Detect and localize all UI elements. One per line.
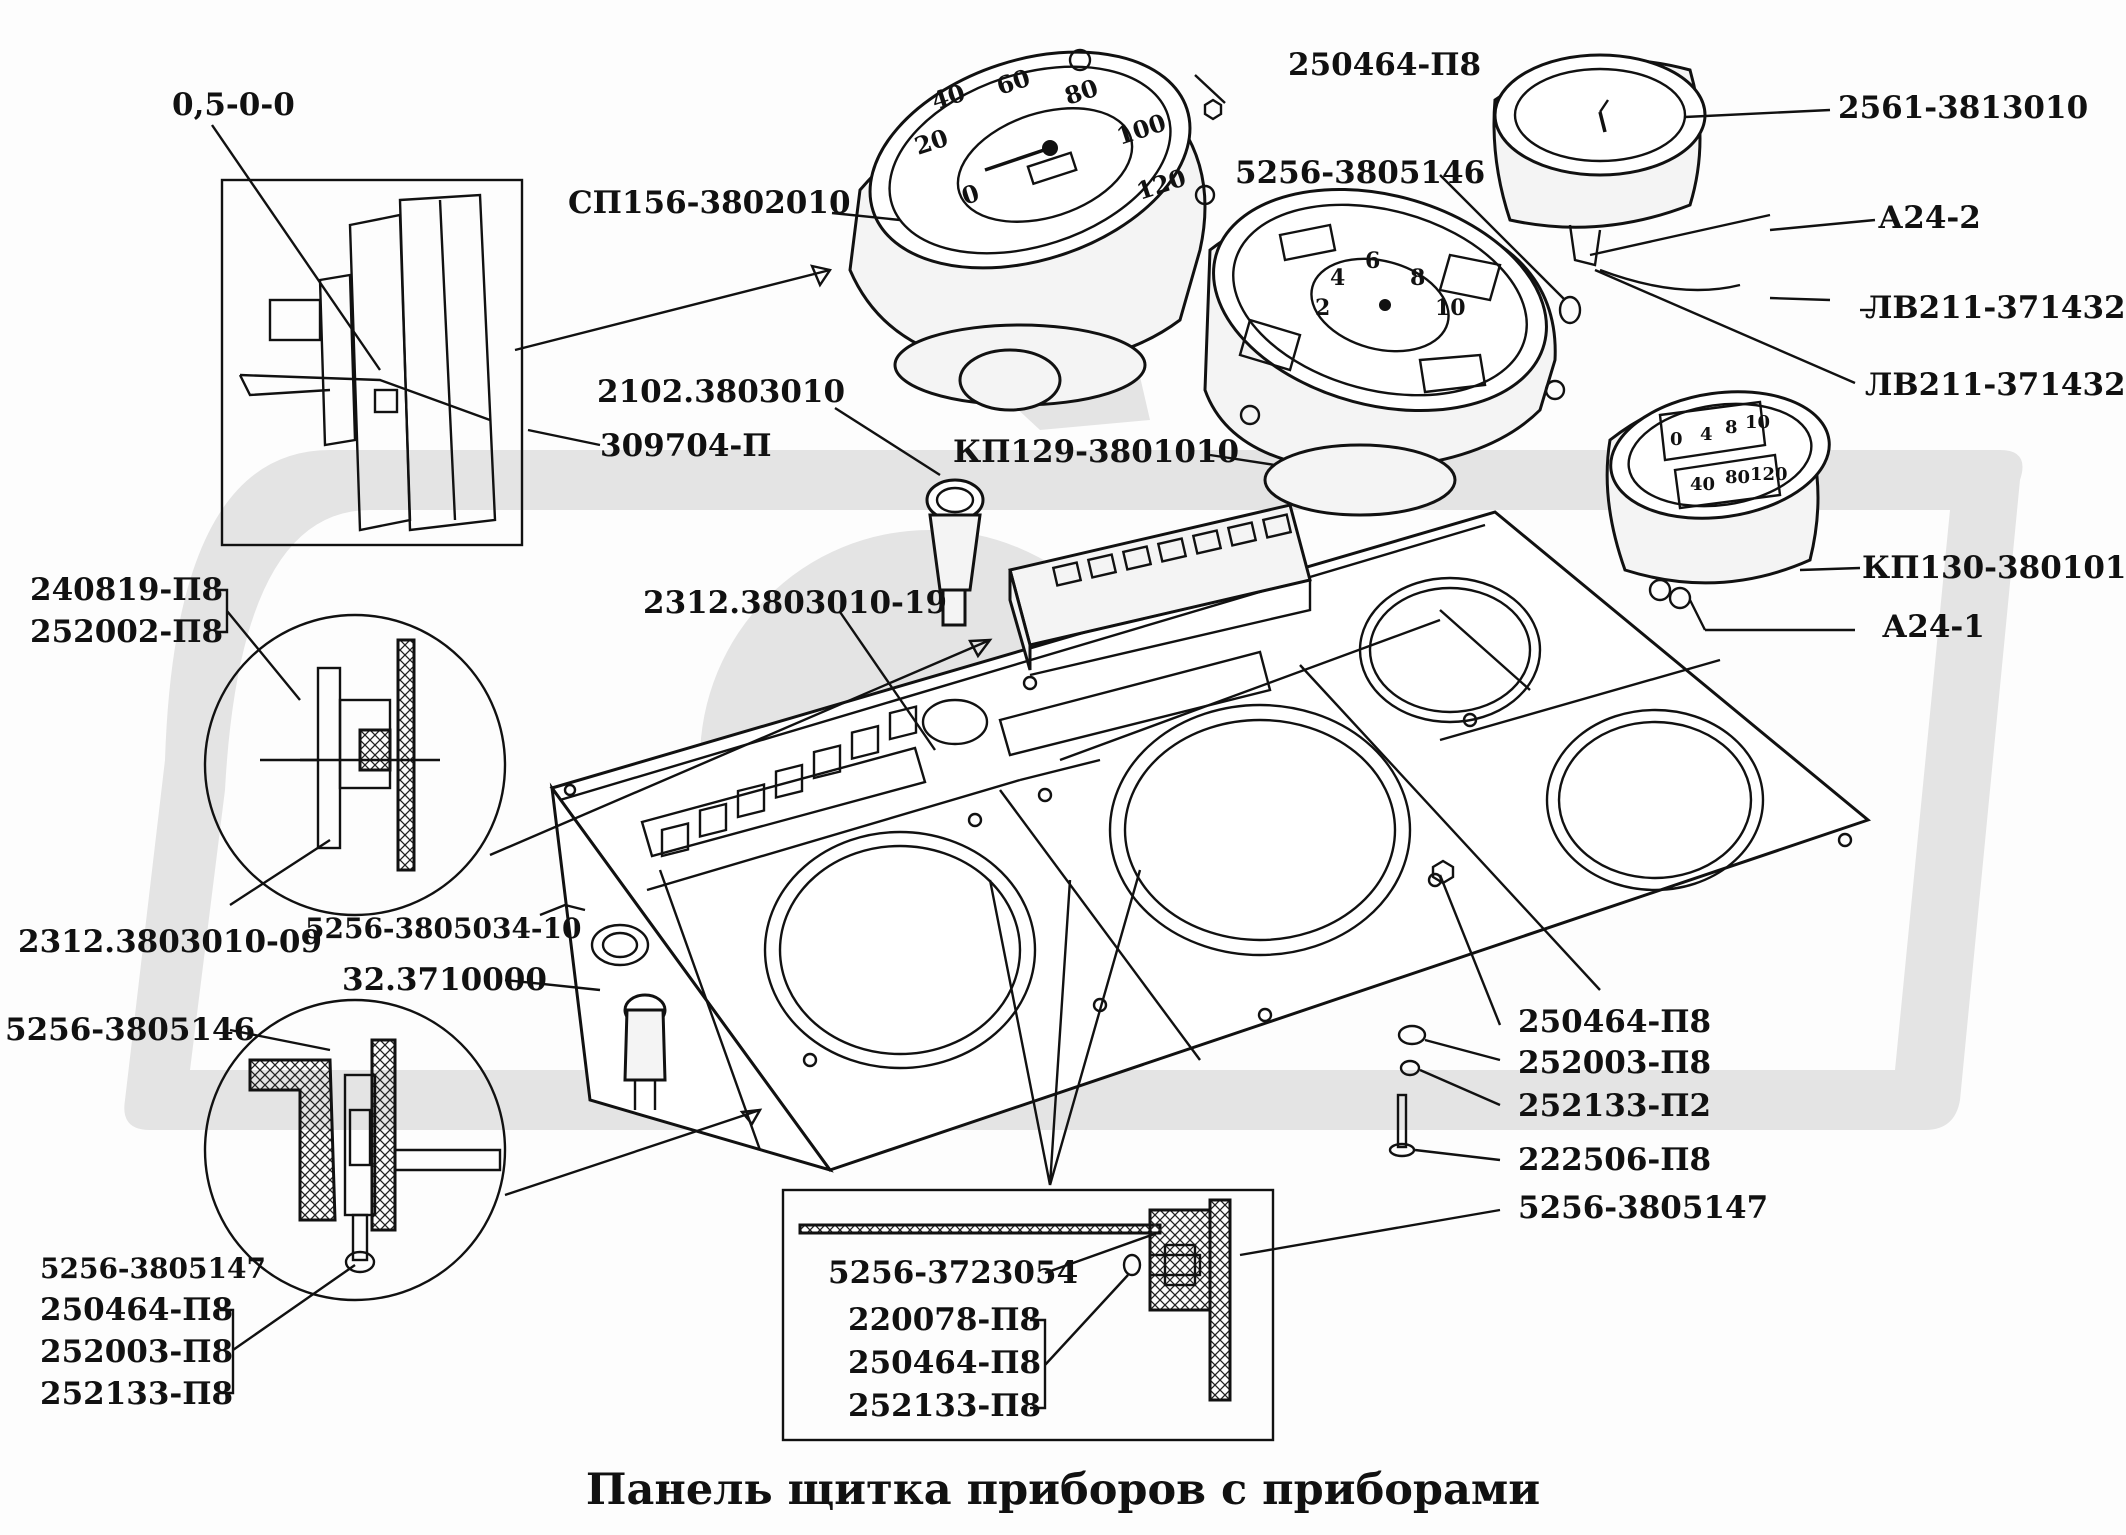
label-c15: 252002-П8 bbox=[30, 614, 223, 650]
combo-tick-10: 10 bbox=[1435, 295, 1466, 321]
label-c25: 5256-3805147 bbox=[1518, 1190, 1768, 1226]
small-gauge-tick-4: 4 bbox=[1700, 424, 1713, 445]
label-c17: 2312.3803010-09 bbox=[18, 924, 322, 960]
label-c26: 5256-3723054 bbox=[828, 1255, 1078, 1291]
socket bbox=[590, 923, 667, 1110]
label-c8: ЛВ211-3714329 bbox=[1865, 367, 2126, 403]
label-c22: 252003-П8 bbox=[1518, 1045, 1711, 1081]
label-c6: А24-2 bbox=[1878, 200, 1981, 236]
label-c2: СП156-3802010 bbox=[568, 185, 851, 221]
label-c13: А24-1 bbox=[1882, 609, 1985, 645]
combo-tick-2: 2 bbox=[1315, 295, 1330, 321]
label-c31: 250464-П8 bbox=[40, 1292, 233, 1328]
label-c10: 2102.3803010 bbox=[597, 374, 845, 410]
label-c12: КП130-3801010 bbox=[1862, 550, 2126, 586]
label-c14: 240819-П8 bbox=[30, 572, 223, 608]
label-c18: 5256-3805034-10 bbox=[305, 912, 582, 945]
label-c21: 250464-П8 bbox=[1518, 1004, 1711, 1040]
label-c3: 250464-П8 bbox=[1288, 47, 1481, 83]
label-c19: 32.3710000 bbox=[342, 962, 547, 998]
label-c1: 0,5-0-0 bbox=[172, 87, 295, 123]
switch-keys bbox=[1051, 513, 1293, 587]
voltmeter-gauge: 0 4 8 10 40 80 120 bbox=[1605, 390, 1831, 610]
detail-box-cover-mount bbox=[781, 1188, 1275, 1442]
label-c20: 5256-3805146 bbox=[5, 1012, 255, 1048]
instrument-panel-plate bbox=[549, 510, 1872, 1173]
small-gauge-tick-80: 80 bbox=[1725, 467, 1750, 488]
fasteners bbox=[1203, 98, 1582, 1158]
switch-block-panel bbox=[660, 705, 918, 858]
detail-circle-lamp-mount bbox=[203, 998, 507, 1302]
leader-lines bbox=[211, 74, 1876, 1410]
label-c24: 222506-П8 bbox=[1518, 1142, 1711, 1178]
switch-block bbox=[1008, 503, 1312, 677]
small-gauge-tick-0: 0 bbox=[1670, 429, 1683, 450]
label-c30: 5256-3805147 bbox=[40, 1252, 266, 1285]
label-c11: КП129-3801010 bbox=[953, 434, 1239, 470]
warning-lamp bbox=[925, 478, 985, 627]
label-c16: 2312.3803010-19 bbox=[643, 585, 947, 621]
label-c33: 252133-П8 bbox=[40, 1376, 233, 1412]
label-c32: 252003-П8 bbox=[40, 1334, 233, 1370]
small-gauge-tick-40: 40 bbox=[1690, 474, 1715, 495]
label-c5: 2561-3813010 bbox=[1838, 90, 2088, 126]
detail-circle-switch-mount bbox=[203, 613, 507, 917]
combo-tick-6: 6 bbox=[1365, 248, 1380, 274]
combination-gauge: 2 4 6 8 10 bbox=[1203, 187, 1566, 517]
label-c29: 252133-П8 bbox=[848, 1388, 1041, 1424]
combo-tick-4: 4 bbox=[1330, 265, 1345, 291]
small-gauge-tick-120: 120 bbox=[1750, 464, 1788, 485]
label-c4: 5256-3805146 bbox=[1235, 155, 1485, 191]
combo-tick-8: 8 bbox=[1410, 265, 1425, 291]
callout-labels: 0,5-0-0 СП156-3802010 250464-П8 5256-380… bbox=[5, 47, 2126, 1424]
label-c9: 309704-П bbox=[600, 428, 772, 464]
detail-box-fuse-mount bbox=[220, 178, 524, 547]
small-gauge-tick-10: 10 bbox=[1745, 412, 1770, 433]
label-c27: 220078-П8 bbox=[848, 1302, 1041, 1338]
label-c23: 252133-П2 bbox=[1518, 1088, 1711, 1124]
diagram-title: Панель щитка приборов с приборами bbox=[586, 1465, 1540, 1515]
label-c7: ЛВ211-3714329 bbox=[1865, 290, 2126, 326]
clock-gauge bbox=[1492, 53, 1707, 267]
label-c28: 250464-П8 bbox=[848, 1345, 1041, 1381]
speedometer-gauge: 0 20 40 60 80 100 120 bbox=[848, 48, 1216, 412]
small-gauge-tick-8: 8 bbox=[1725, 417, 1738, 438]
